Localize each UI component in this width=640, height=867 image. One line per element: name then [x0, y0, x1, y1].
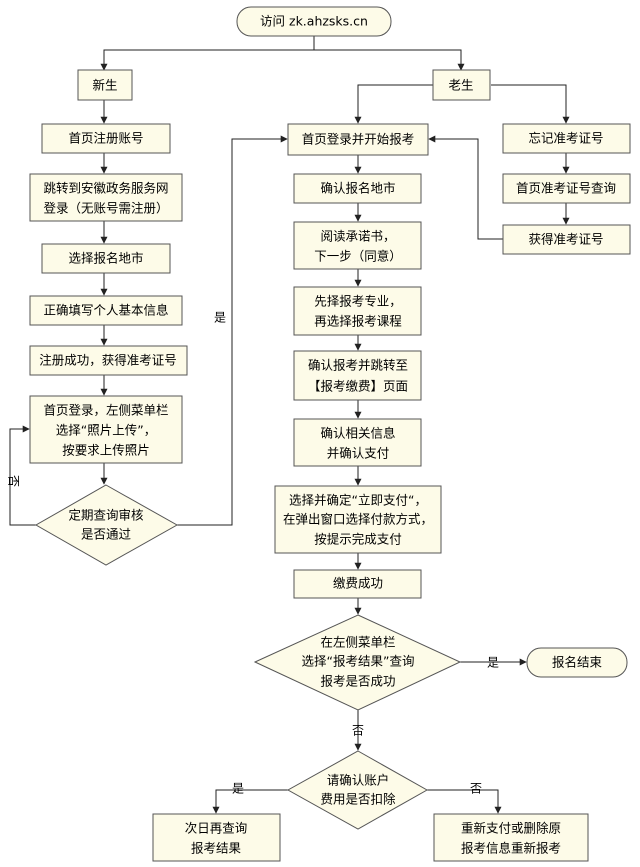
node-jump: 跳转到安徽政务服务网 登录（无账号需注册）: [29, 173, 183, 222]
edge-old-login: [354, 84, 461, 124]
node-pay-method: 选择并确定“立即支付“， 在弹出窗口选择付款方式， 按提示完成支付: [274, 485, 442, 554]
node-start: 访问 zk.ahzsks.cn: [236, 6, 392, 37]
pay-line-1: 选择并确定“立即支付“，: [289, 493, 427, 508]
edge-start-old: [314, 49, 465, 71]
edge-deduct-yes: [212, 789, 288, 814]
confirm-pay-line-2: 【报考缴费】页面: [308, 379, 408, 394]
choose-line-1: 先择报考专业，: [314, 294, 402, 309]
reg-success-label: 注册成功，获得准考证号: [39, 353, 177, 368]
read-line-1: 阅读承诺书，: [320, 229, 395, 244]
upload-line-3: 按要求上传照片: [62, 443, 150, 458]
node-query-id: 首页准考证号查询: [502, 173, 631, 204]
login-start-label: 首页登录并开始报考: [302, 132, 415, 147]
label-yes-check: 是: [487, 656, 499, 670]
jump-line-1: 跳转到安徽政务服务网: [43, 181, 168, 196]
retry-line-1: 次日再查询: [185, 821, 248, 836]
check-line-3: 报考是否成功: [320, 674, 395, 689]
get-id-label: 获得准考证号: [528, 232, 603, 247]
upload-line-1: 首页登录，左侧菜单栏: [43, 403, 168, 418]
edge-start-new: [100, 36, 315, 71]
end-label: 报名结束: [552, 655, 603, 670]
node-choose-major: 先择报考专业， 再选择报考课程: [293, 286, 422, 336]
forgot-label: 忘记准考证号: [528, 131, 603, 146]
edge-review-no: [9, 425, 36, 526]
check-line-1: 在左侧菜单栏: [320, 635, 395, 650]
edges: [9, 36, 570, 814]
node-read-promise: 阅读承诺书， 下一步（同意）: [293, 221, 422, 270]
review-line-1: 定期查询审核: [68, 508, 144, 523]
node-old-student: 老生: [432, 69, 491, 101]
start-label: 访问 zk.ahzsks.cn: [260, 14, 368, 29]
review-line-2: 是否通过: [81, 527, 132, 542]
choose-line-2: 再选择报考课程: [314, 314, 402, 329]
node-new-student: 新生: [77, 69, 133, 101]
pay-line-3: 按提示完成支付: [314, 532, 402, 547]
node-forgot-id: 忘记准考证号: [502, 123, 631, 154]
register-label: 首页注册账号: [68, 131, 143, 146]
label-yes-deduct: 是: [232, 782, 244, 796]
label-no-review: 否: [7, 475, 21, 487]
pay-line-2: 在弹出窗口选择付款方式，: [283, 512, 433, 527]
node-end: 报名结束: [526, 647, 628, 678]
jump-line-2: 登录（无账号需注册）: [43, 201, 168, 216]
node-get-id: 获得准考证号: [502, 224, 631, 255]
label-no-deduct: 否: [470, 782, 482, 796]
confirm-pay-line-1: 确认报考并跳转至: [308, 358, 408, 373]
new-student-label: 新生: [92, 78, 117, 93]
node-select-city-left: 选择报名地市: [41, 243, 171, 274]
edge-deduct-no: [427, 789, 502, 814]
node-review-decision: 定期查询审核 是否通过: [34, 484, 179, 566]
confirm-info-line-2: 并确认支付: [327, 446, 390, 461]
read-line-2: 下一步（同意）: [314, 249, 402, 264]
select-city-left-label: 选择报名地市: [68, 251, 143, 266]
label-no-check: 否: [352, 724, 364, 738]
pay-success-label: 缴费成功: [333, 576, 383, 591]
node-register: 首页注册账号: [41, 123, 171, 154]
node-fill-info: 正确填写个人基本信息: [29, 295, 183, 326]
retry-line-2: 报考结果: [191, 841, 242, 856]
node-deduct-decision: 请确认账户 费用是否扣除: [286, 750, 429, 830]
label-yes-review: 是: [214, 311, 226, 325]
deduct-line-1: 请确认账户: [327, 773, 390, 788]
confirm-city-label: 确认报名地市: [320, 181, 395, 196]
edge-get-login: [428, 135, 503, 240]
node-confirm-pay-page: 确认报考并跳转至 【报考缴费】页面: [293, 350, 422, 401]
confirm-info-line-1: 确认相关信息: [320, 426, 395, 441]
node-reg-success: 注册成功，获得准考证号: [29, 345, 188, 376]
edge-review-yes: [177, 135, 288, 526]
fill-info-label: 正确填写个人基本信息: [43, 303, 168, 318]
old-student-label: 老生: [448, 78, 473, 93]
node-check-result: 在左侧菜单栏 选择“报考结果”查询 报考是否成功: [253, 614, 462, 711]
check-line-2: 选择“报考结果”查询: [302, 654, 415, 669]
node-repay: 重新支付或删除原 报考信息重新报考: [433, 813, 589, 862]
node-confirm-city: 确认报名地市: [293, 173, 422, 204]
node-pay-success: 缴费成功: [293, 569, 422, 599]
deduct-line-2: 费用是否扣除: [320, 792, 396, 807]
query-id-label: 首页准考证号查询: [516, 181, 616, 196]
node-upload: 首页登录，左侧菜单栏 选择“照片上传”， 按要求上传照片: [29, 395, 183, 464]
edge-labels: 是 否 是 否 是 否: [7, 311, 500, 796]
node-login-start: 首页登录并开始报考: [287, 123, 429, 156]
node-confirm-info: 确认相关信息 并确认支付: [293, 418, 422, 467]
upload-line-2: 选择“照片上传”，: [56, 423, 156, 438]
edge-old-forgot: [491, 84, 570, 124]
node-retry: 次日再查询 报考结果: [152, 813, 281, 862]
repay-line-2: 报考信息重新报考: [461, 841, 561, 856]
repay-line-1: 重新支付或删除原: [461, 821, 561, 836]
